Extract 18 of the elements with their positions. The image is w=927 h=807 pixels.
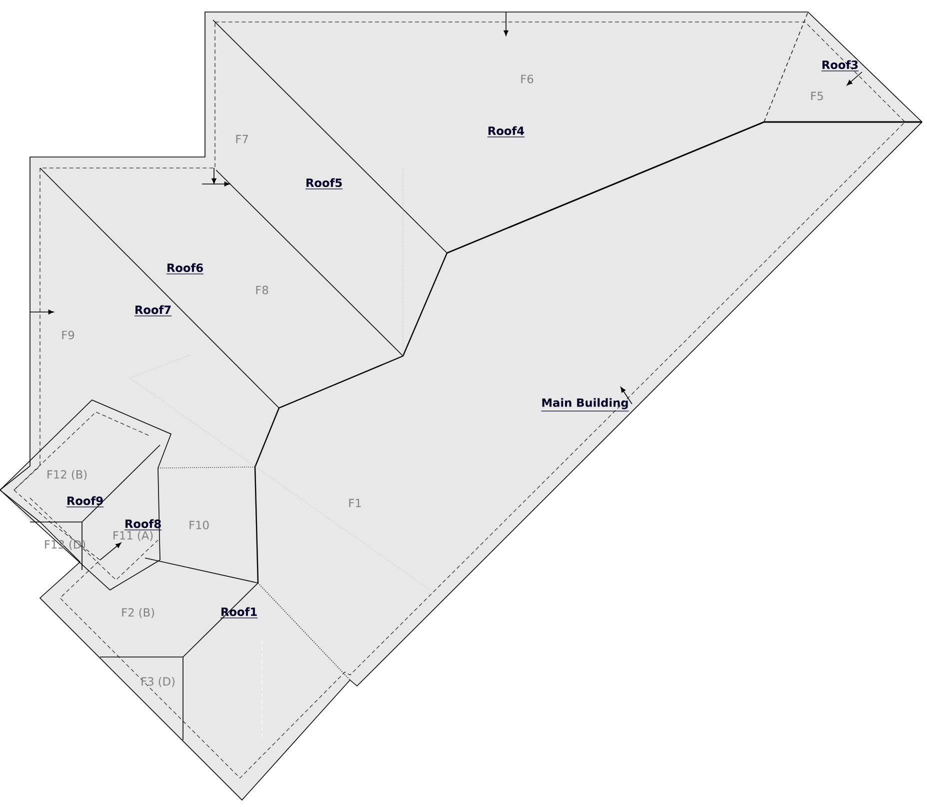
roof-label: Roof6 <box>166 263 204 274</box>
face-label: F10 <box>190 520 209 530</box>
roof-label: Roof9 <box>66 496 104 508</box>
roof-label: Roof4 <box>487 126 525 138</box>
face-label: F11 (A) <box>114 530 153 542</box>
face-label: F3 (D) <box>142 676 174 688</box>
roof-label: Roof3 <box>821 60 859 72</box>
face-label: F12 (B) <box>48 470 87 480</box>
face-label: F8 <box>256 286 268 294</box>
roof-label: Roof5 <box>305 178 343 190</box>
roof-label: Main Building <box>541 398 630 412</box>
face-label: F5 <box>811 92 823 100</box>
face-label: F2 (B) <box>122 608 154 618</box>
face-label: F9 <box>62 330 74 340</box>
face-label: F6 <box>521 74 534 84</box>
face-label: F7 <box>236 134 248 144</box>
roof-label: Roof7 <box>134 305 172 316</box>
face-label: F1 <box>349 498 361 508</box>
